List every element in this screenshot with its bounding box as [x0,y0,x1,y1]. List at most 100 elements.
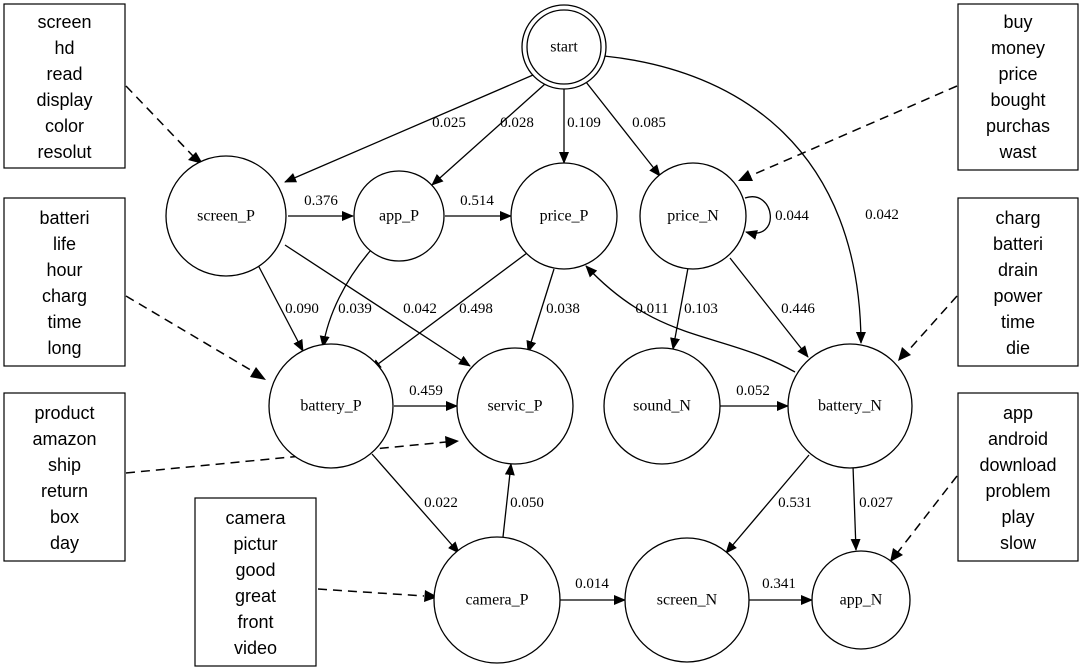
box-word: screen [37,12,91,32]
box-word: camera [225,508,286,528]
node-screen-n: screen_N [624,537,750,663]
edge-label-start-price-p: 0.109 [567,115,601,131]
dash-battery-box-to-battery-p [125,295,255,373]
edge-screen-p-battery-p: 0.090 [257,264,319,352]
box-word: read [46,64,82,84]
dash-camera-box-to-camera-p [317,588,425,597]
box-word: download [979,455,1056,475]
edge-battery-n-screen-n: 0.531 [725,454,812,554]
box-word: play [1001,507,1034,527]
edge-battery-p-servic-p: 0.459 [394,383,458,411]
box-word: price [998,64,1037,84]
node-label-camera-p: camera_P [465,592,528,609]
edge-screen-n-app-n: 0.341 [749,576,813,605]
node-label-battery-p: battery_P [300,398,361,415]
box-word: buy [1003,12,1032,32]
node-screen-p: screen_P [165,155,287,277]
node-app-p: app_P [353,170,445,262]
box-word: return [41,481,88,501]
dash-arrowhead-battery [250,367,266,380]
box-word: time [1001,312,1035,332]
box-word: bought [990,90,1045,110]
node-label-start: start [550,39,578,56]
edge-start-app-p: 0.028 [431,83,546,186]
box-screen-keywords: screen hd read display color resolut [3,3,126,169]
box-word: resolut [37,142,91,162]
node-servic-p: servic_P [456,347,574,465]
node-sound-n: sound_N [603,347,721,465]
box-word: hour [46,260,82,280]
edge-price-n-self-loop: 0.044 [744,196,809,240]
box-word: pictur [233,534,277,554]
edge-price-p-battery-p: 0.498 [369,252,528,371]
box-battery-keywords: batteri life hour charg time long [3,197,126,367]
edge-price-n-sound-n: 0.103 [670,267,718,350]
dash-service-box-to-servic-p [125,441,447,474]
edge-battery-p-camera-p: 0.022 [371,453,460,554]
box-word: life [53,234,76,254]
box-word: purchas [986,116,1050,136]
node-label-sound-n: sound_N [633,398,691,415]
box-word: die [1006,338,1030,358]
box-word: color [45,116,84,136]
box-word: great [235,586,276,606]
dash-screen-box-to-screen-p [125,85,194,157]
edge-label-price-p-servic-p: 0.038 [546,301,580,317]
edges: 0.025 0.028 0.109 0.085 0.042 0.376 0.51… [257,55,899,605]
edge-label-app-p-price-p: 0.514 [460,193,494,209]
edge-label-battery-n-app-n: 0.027 [859,495,893,511]
node-app-n: app_N [811,550,911,650]
edge-camera-p-screen-n: 0.014 [560,576,626,605]
edge-label-battery-n-screen-n: 0.531 [778,495,812,511]
box-app-keywords: app android download problem play slow [957,392,1079,562]
box-camera-keywords: camera pictur good great front video [194,497,317,667]
edge-sound-n-battery-n: 0.052 [719,383,789,411]
node-start: start [521,4,607,90]
edge-label-price-n-sound-n: 0.103 [684,301,718,317]
keyword-boxes: screen hd read display color resolut bat… [3,3,1079,667]
edge-label-battery-p-servic-p: 0.459 [409,383,443,399]
box-word: problem [985,481,1050,501]
node-price-p: price_P [510,162,618,270]
edge-start-price-n: 0.085 [585,81,666,177]
edge-label-start-price-n: 0.085 [632,115,666,131]
node-label-servic-p: servic_P [487,398,542,415]
edge-label-sound-n-battery-n: 0.052 [736,383,770,399]
box-word: time [47,312,81,332]
edge-app-p-price-p: 0.514 [445,193,512,221]
edge-label-screen-p-app-p: 0.376 [304,193,338,209]
dash-arrowhead-service [445,436,459,448]
node-label-screen-p: screen_P [197,208,255,225]
edge-label-camera-p-screen-n: 0.014 [575,576,609,592]
box-word: product [34,403,94,423]
box-battery-n-keywords: charg batteri drain power time die [957,197,1079,367]
dashed-pointers [125,85,958,602]
box-word: power [993,286,1042,306]
box-word: video [234,638,277,658]
edge-label-start-app-p: 0.028 [500,115,534,131]
box-word: long [47,338,81,358]
box-word: wast [998,142,1036,162]
box-word: charg [995,208,1040,228]
edge-label-screen-n-app-n: 0.341 [762,576,796,592]
box-word: day [50,533,79,553]
edge-label-start-screen-p: 0.025 [432,115,466,131]
dash-battery-n-box-to-battery-n [906,295,958,353]
edge-label-start-battery-n: 0.042 [865,207,899,223]
node-battery-p: battery_P [268,343,394,469]
box-word: display [36,90,92,110]
node-label-app-n: app_N [840,592,883,609]
node-label-battery-n: battery_N [818,398,882,415]
box-word: amazon [32,429,96,449]
edge-battery-n-app-n: 0.027 [850,465,893,551]
edge-app-p-battery-p: 0.039 [319,249,372,348]
box-word: android [988,429,1048,449]
edge-battery-n-price-p: 0.011 [585,265,796,373]
node-label-app-p: app_P [379,208,419,225]
box-word: hd [54,38,74,58]
box-service-keywords: product amazon ship return box day [3,392,126,562]
dash-arrowhead-camera [424,590,438,602]
edge-label-battery-n-price-p: 0.011 [635,301,668,317]
edge-label-battery-p-camera-p: 0.022 [424,495,458,511]
edge-label-screen-p-servic-p: 0.042 [403,301,437,317]
